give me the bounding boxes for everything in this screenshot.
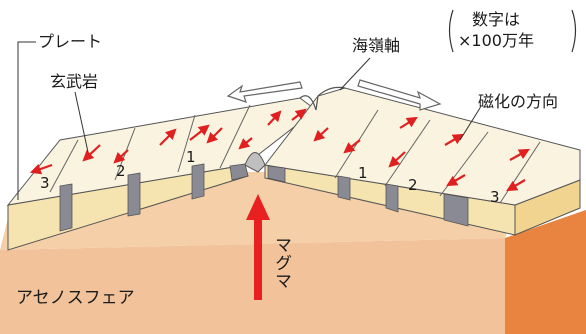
arrow-6 <box>206 127 223 144</box>
arrow-15 <box>446 174 466 187</box>
arrow-5 <box>189 124 210 141</box>
note-bracket-left <box>448 9 454 53</box>
stripe-number-left-3: 3 <box>40 174 50 192</box>
spread-left-arrow <box>226 81 303 103</box>
left-plate-top <box>6 97 317 206</box>
arrow-12 <box>388 151 406 168</box>
stripe-number-left-1: 1 <box>186 148 196 166</box>
spreading-arrows <box>226 79 442 111</box>
ridge-crest <box>299 86 346 111</box>
arrow-17 <box>506 179 526 192</box>
plate-label: プレート <box>38 32 103 51</box>
note-bracket-right <box>571 9 577 53</box>
magma-label: マグマ <box>271 236 291 290</box>
spread-right-arrow <box>357 79 442 111</box>
ridge-leader <box>339 57 371 91</box>
arrow-4 <box>159 128 177 146</box>
arrow-7 <box>238 137 253 150</box>
right-stripe-bands <box>267 165 469 227</box>
asthenosphere-label: アセノスフェア <box>16 288 135 308</box>
arrow-3 <box>113 149 129 164</box>
arrow-1 <box>29 163 53 175</box>
stripe-number-right-3: 3 <box>490 188 500 206</box>
magnet-leader <box>459 107 481 141</box>
arrow-11 <box>343 139 361 154</box>
arrow-14 <box>444 133 464 146</box>
basalt-leader <box>74 91 89 153</box>
note-line2: ×100万年 <box>458 31 534 50</box>
basalt-label: 玄武岩 <box>50 72 99 91</box>
stripe-number-right-1: 1 <box>358 164 368 182</box>
magma-arrow <box>246 194 270 300</box>
asthenosphere-side <box>505 210 586 334</box>
arrow-16 <box>509 148 530 161</box>
arrow-8 <box>267 110 282 126</box>
magnetization-label: 磁化の方向 <box>478 92 559 111</box>
arrow-9 <box>291 108 307 121</box>
arrow-13 <box>399 116 418 129</box>
note-line1: 数字は <box>472 10 521 29</box>
plate-leader <box>17 41 36 200</box>
arrow-2 <box>82 144 101 162</box>
arrow-10 <box>313 127 329 142</box>
stripe-number-right-2: 2 <box>408 176 418 194</box>
leader-lines <box>17 41 481 200</box>
ridge-label: 海嶺軸 <box>352 36 401 55</box>
stripe-number-left-2: 2 <box>116 162 126 180</box>
left-stripe-bands <box>59 163 249 232</box>
ridge-trough <box>244 152 266 173</box>
magnetization-arrows <box>29 108 530 192</box>
asthenosphere-front <box>0 210 586 334</box>
